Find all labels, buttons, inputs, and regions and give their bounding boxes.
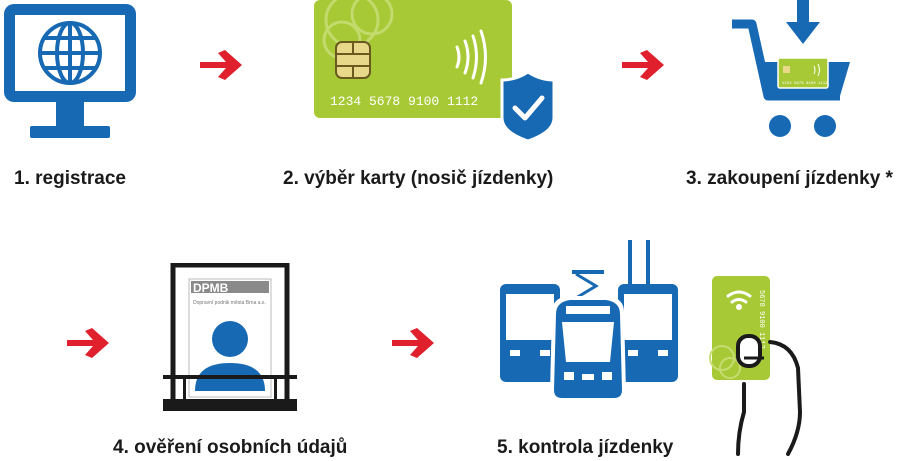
computer-globe-icon xyxy=(4,4,136,138)
hand-contactless-card-icon: 5678 9100 1112 xyxy=(709,276,803,456)
arrow-right-icon xyxy=(622,50,664,80)
arrow-right-icon xyxy=(392,328,434,358)
step-label: 4. ověření osobních údajů xyxy=(113,437,348,458)
desk-logo-text: DPMB xyxy=(193,281,229,295)
step-label: 1. registrace xyxy=(14,168,126,189)
smart-card-shield-icon: 1234 5678 9100 1112 xyxy=(314,0,556,142)
arrow-right-icon xyxy=(67,328,109,358)
step-label: 2. výběr karty (nosič jízdenky) xyxy=(283,168,554,189)
step-label: 3. zakoupení jízdenky * xyxy=(686,168,893,189)
hand-card-number: 5678 9100 1112 xyxy=(757,290,765,349)
card-number: 1234 5678 9100 1112 xyxy=(330,94,478,109)
arrow-right-icon xyxy=(200,50,242,80)
vehicles-icon xyxy=(500,240,678,402)
service-desk-person-icon: DPMB Dopravní podnik města Brna a.s. xyxy=(163,263,297,411)
desk-logo-subtitle: Dopravní podnik města Brna a.s. xyxy=(193,300,266,306)
small-card-number: 1234 5678 9100 1112 xyxy=(782,82,828,86)
shopping-cart-card-icon: 1234 5678 9100 1112 xyxy=(732,0,850,137)
step-label: 5. kontrola jízdenky xyxy=(497,437,674,458)
